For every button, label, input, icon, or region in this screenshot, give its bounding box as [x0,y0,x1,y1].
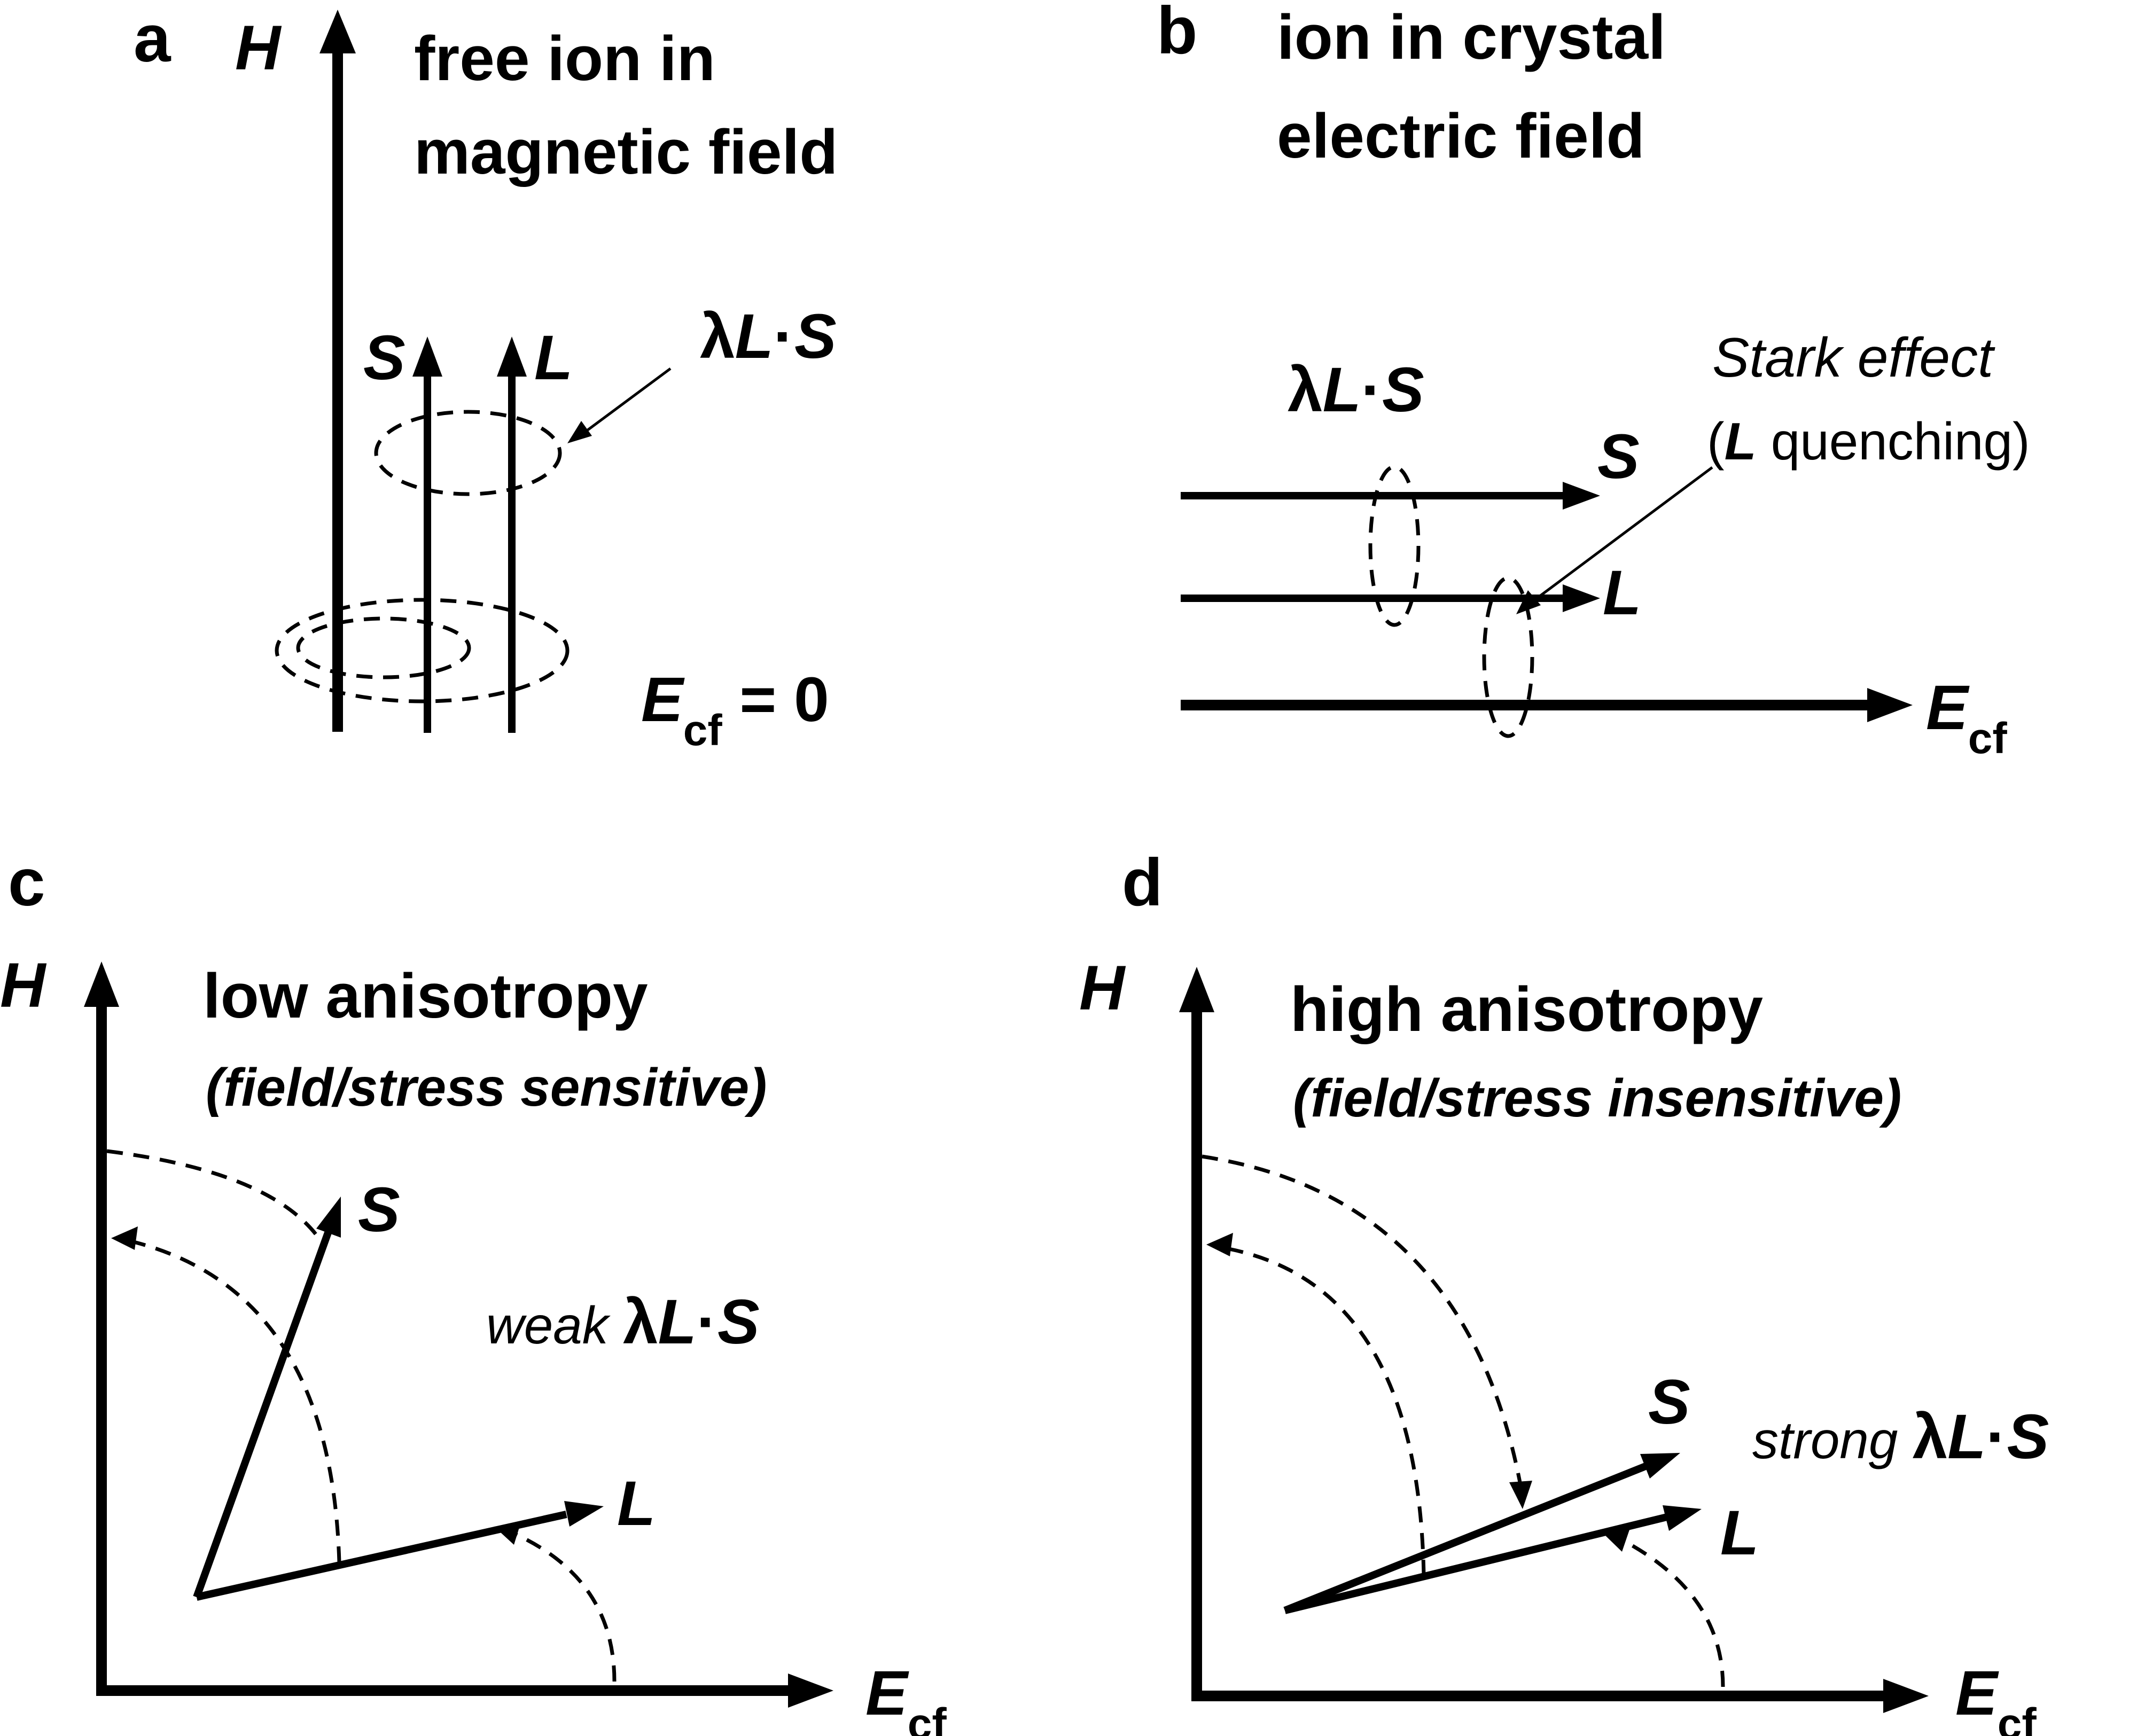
panel-d-s-rotation-arrowhead [1509,1481,1532,1509]
panel-b-coupling-label: λL·S [1288,355,1424,425]
panel-c-s-rotation-arc [106,1149,325,1246]
panel-b-ecf-axis-arrowhead [1867,688,1913,722]
panel-d-coupling-note: strong λL·S [1752,1402,2049,1472]
panel-c-h-axis-arrowhead [84,961,119,1007]
panel-a-letter: a [134,2,171,76]
panel-c-h-axis-label: H [0,950,47,1021]
panel-d-h-axis-arrowhead [1179,967,1214,1012]
panel-b-s-arrowhead [1563,482,1600,510]
panel-b-ecf-label: Ecf [1926,672,2007,763]
panel-d-l-rotation-arc [1623,1539,1725,1687]
panel-c-h-return-arc [133,1240,341,1563]
panel-c-ecf-label: Ecf [865,1658,947,1736]
panel-a-l-label: L [534,323,573,393]
panel-b-l-label: L [1603,558,1641,628]
panel-c-l-label: L [617,1468,656,1539]
panel-c-letter: c [8,846,45,920]
panel-c-s-label: S [358,1175,400,1245]
panel-b-stark-note-line2: (L quenching) [1707,412,2030,471]
panel-d-s-vector [1283,1463,1647,1614]
panel-a-s-arrowhead [412,337,442,377]
panel-b: b ion in crystal electric field λL·S Sta… [1157,0,2030,763]
panel-b-stark-pointer [1532,466,1713,603]
panel-a-coupling-pointer-arrowhead [567,421,592,443]
panel-c: c H low anisotropy (field/stress sensiti… [0,846,947,1736]
panel-c-subtitle: (field/stress sensitive) [206,1058,767,1117]
panel-a-title-line1: free ion in [414,24,715,94]
panel-a-s-label: S [363,323,405,393]
panel-b-letter: b [1157,0,1197,68]
panel-c-ecf-axis-arrowhead [788,1674,833,1708]
panel-b-stark-coupling-ellipse [1482,576,1534,738]
panel-d-h-return-arrowhead [1206,1233,1233,1256]
panel-d-l-label: L [1720,1498,1759,1568]
panel-d: d H high anisotropy (field/stress insens… [1079,846,2049,1736]
panel-a-ls-coupling-ellipse [374,410,562,496]
panel-b-ls-coupling-ellipse [1368,465,1421,627]
panel-d-s-rotation-arc [1202,1154,1522,1483]
panel-d-title: high anisotropy [1290,974,1763,1045]
panel-b-s-label: S [1597,421,1640,492]
panel-d-h-return-arc [1228,1247,1426,1576]
panel-a-h-axis-arrowhead [319,10,356,53]
panel-a: a H free ion in magnetic field S L λL·S … [134,2,838,755]
panel-d-h-axis-label: H [1079,953,1126,1023]
panel-d-subtitle: (field/stress insensitive) [1293,1068,1901,1128]
panel-a-coupling-pointer [587,367,672,432]
panel-b-l-arrowhead [1563,584,1600,612]
panel-a-l-arrowhead [497,337,527,377]
panel-b-title-line1: ion in crystal [1277,2,1666,73]
panel-a-outer-coupling-ellipse [275,598,570,703]
panel-a-inner-coupling-ellipse [296,616,471,679]
panel-c-l-arrowhead [564,1501,604,1527]
panel-c-s-vector [193,1230,332,1599]
panel-c-h-return-arrowhead [111,1226,138,1250]
panel-d-letter: d [1122,846,1163,920]
panel-c-coupling-note: weak λL·S [486,1287,760,1357]
panel-d-ecf-axis-arrowhead [1883,1679,1929,1713]
panel-a-title-line2: magnetic field [414,117,838,187]
panel-d-l-vector [1284,1513,1668,1614]
panel-c-title: low anisotropy [203,961,648,1031]
panel-b-stark-note-line1: Stark effect [1712,327,1995,389]
panel-c-l-rotation-arc [512,1531,617,1682]
panel-c-l-rotation-arrowhead [494,1522,521,1545]
panel-a-coupling-label: λL·S [700,301,837,372]
panel-b-stark-pointer-arrowhead [1516,590,1541,614]
panel-d-s-label: S [1648,1367,1690,1437]
panel-d-ecf-label: Ecf [1955,1658,2037,1736]
panel-d-s-arrowhead [1640,1453,1680,1479]
panel-d-l-rotation-arrowhead [1603,1530,1629,1552]
panel-b-title-line2: electric field [1277,101,1645,171]
panel-a-ecf-label: Ecf = 0 [641,664,829,755]
panel-c-s-arrowhead [316,1197,341,1238]
panel-a-h-axis-label: H [235,13,282,83]
panel-d-l-arrowhead [1663,1505,1702,1531]
